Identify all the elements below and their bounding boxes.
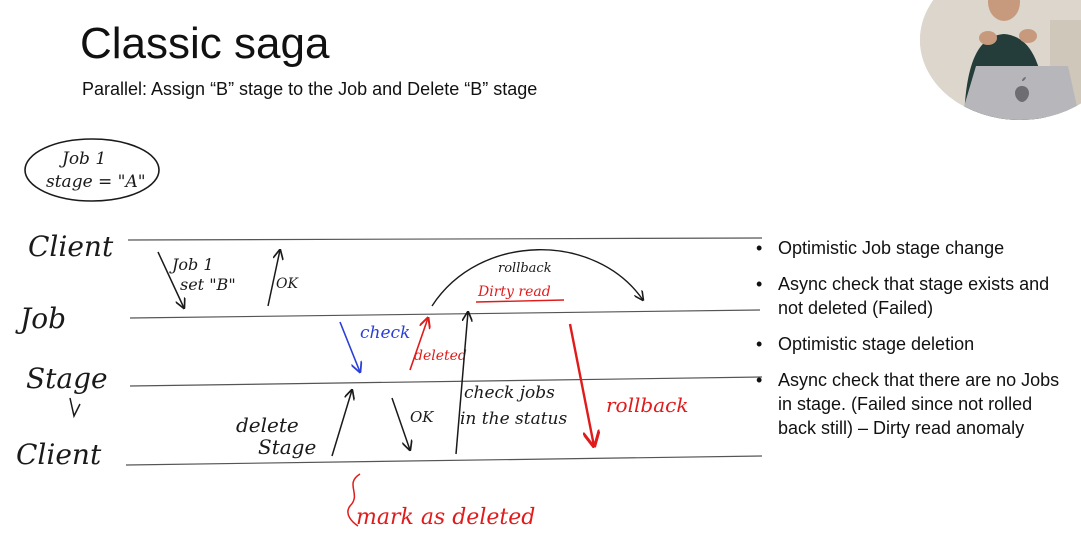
rollback-curve: [431, 249, 643, 307]
annot-check-jobs: check jobs: [464, 383, 555, 403]
slide-subtitle: Parallel: Assign “B” stage to the Job an…: [82, 79, 538, 99]
arrow-rollback-red: [568, 323, 594, 446]
bullet-item: Async check that there are no Jobs in st…: [756, 368, 1071, 440]
annot-rollback-small: rollback: [498, 261, 552, 276]
annot-deleted: deleted: [414, 348, 467, 364]
bullet-item: Async check that stage exists and not de…: [756, 272, 1071, 320]
lane-label-client-top: Client: [28, 230, 114, 263]
bullet-item: Optimistic stage deletion: [756, 332, 1071, 356]
annot-mark-as-deleted: mark as deleted: [356, 505, 535, 530]
annot-job1: Job 1: [169, 255, 214, 274]
lane-label-client-bottom: Client: [16, 438, 102, 471]
annot-check: check: [360, 323, 410, 343]
arrow-delete-stage: [331, 390, 352, 457]
annot-rollback-red: rollback: [606, 393, 688, 417]
arrow-client-to-job: [157, 251, 184, 308]
arrow-ok-bottom: [391, 397, 410, 450]
annot-in-status: in the status: [460, 409, 568, 429]
lane-label-job: Job: [15, 302, 66, 335]
arrow-job-ok: [267, 250, 280, 307]
lane-line-job: [129, 309, 761, 319]
presenter-webcam: [920, 0, 1081, 120]
annot-dirty-read: Dirty read: [477, 284, 551, 300]
presenter-hand-right: [1019, 29, 1037, 43]
lane-line-stage: [129, 376, 763, 387]
lane-line-client-top: [127, 237, 763, 241]
annot-stage: Stage: [258, 435, 316, 459]
lane-line-client-bottom: [125, 455, 763, 466]
annot-delete: delete: [236, 413, 299, 437]
apple-logo-icon: [1015, 77, 1029, 102]
state-line2: stage = "A": [46, 172, 146, 192]
state-line1: Job 1: [59, 149, 106, 169]
lane-label-stage: Stage: [26, 362, 108, 395]
mark-squiggle: [347, 473, 361, 527]
annot-ok-top: OK: [276, 276, 299, 292]
presenter-head: [988, 0, 1020, 21]
bullet-item: Optimistic Job stage change: [756, 236, 1071, 260]
bullet-list: Optimistic Job stage change Async check …: [756, 236, 1071, 452]
arrow-check-jobs: [455, 312, 468, 455]
arrow-check: [339, 321, 360, 372]
arrow-deleted: [409, 318, 428, 371]
presenter-hand-left: [979, 31, 997, 45]
stage-tick-arrow: [69, 397, 81, 419]
slide-title: Classic saga: [80, 19, 330, 68]
state-ellipse: [24, 138, 160, 202]
annot-ok-bottom: OK: [410, 408, 434, 426]
annot-set-b: set "B": [180, 275, 236, 294]
dirty-read-underline: [475, 299, 565, 303]
